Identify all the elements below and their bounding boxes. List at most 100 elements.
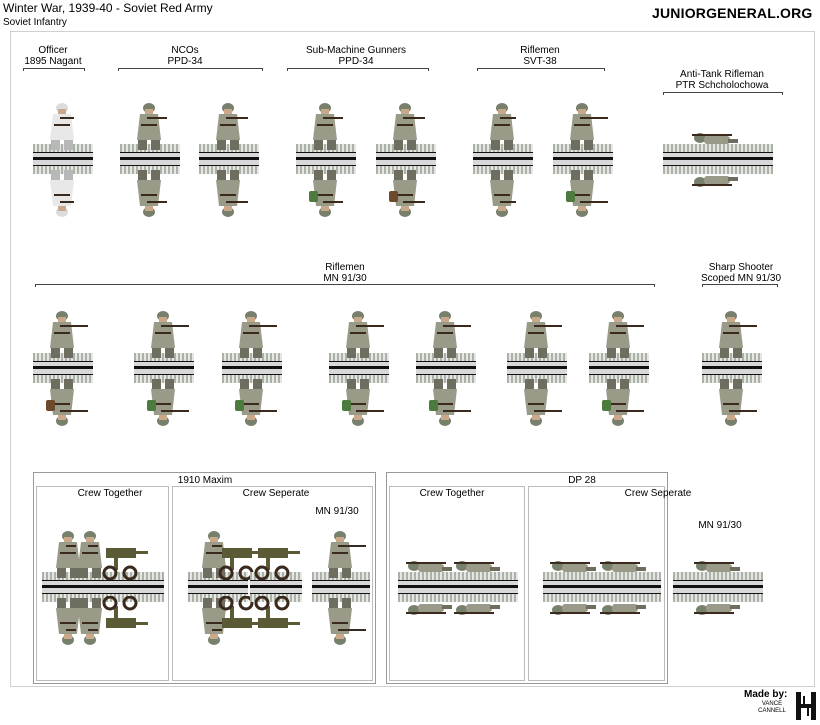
maxim-gun-icon [254,548,300,580]
snow-ground [376,144,436,152]
miniature-base [296,152,356,166]
maxim-together-box [36,486,169,681]
site-brand[interactable]: JUNIORGENERAL.ORG [652,5,813,21]
snow-ground [33,166,93,174]
maxim-gun-icon [102,596,148,628]
miniature-base [702,361,762,375]
soldier-figure [389,170,425,217]
maxim-title: 1910 Maxim [177,475,233,486]
soldier-figure [719,379,757,426]
snow-ground [134,375,194,383]
snow-ground [589,353,649,361]
snow-ground [673,572,763,580]
soldier-figure [56,531,80,578]
snow-ground [398,594,518,602]
snow-ground [543,572,661,580]
soldier-figure [137,103,167,150]
snow-ground [250,594,302,602]
soldier-figure [600,604,646,615]
miniature-base [663,152,773,166]
soldier-figure [524,379,562,426]
soldier-figure [50,103,74,150]
snow-ground [312,572,370,580]
soldier-figure [216,103,248,150]
soldier-figure [429,379,471,426]
dp-separate-box [528,486,665,681]
snow-ground [222,353,282,361]
dp-together-label: Crew Together [419,488,485,499]
snow-ground [33,144,93,152]
snow-ground [42,572,164,580]
snow-ground [376,166,436,174]
snow-ground [543,594,661,602]
maxim-together-label: Crew Together [77,488,143,499]
dp-separate-label: Crew Seperate [624,488,692,499]
soldier-figure [454,604,500,615]
soldier-figure [50,170,74,217]
soldier-figure [50,311,88,358]
miniature-base [673,580,763,594]
snow-ground [33,375,93,383]
soldier-figure [719,311,757,358]
snow-ground [222,375,282,383]
snow-ground [296,166,356,174]
snow-ground [33,353,93,361]
group-bracket [477,68,605,71]
artist-name: VANCE CANNELL [758,701,786,714]
soldier-figure [550,561,596,572]
soldier-figure [454,561,500,572]
group-bracket [118,68,263,71]
miniature-base [250,580,302,594]
soldier-figure [694,604,740,615]
dp-together-box [389,486,525,681]
soldier-figure [342,379,384,426]
miniature-base [120,152,180,166]
miniature-base [222,361,282,375]
soldier-figure [78,598,102,645]
snow-ground [329,375,389,383]
soldier-figure [328,531,366,578]
soldier-figure [406,561,452,572]
snow-ground [473,166,533,174]
snow-ground [416,375,476,383]
soldier-figure [309,170,343,217]
miniature-base [398,580,518,594]
snow-ground [312,594,370,602]
snow-ground [507,375,567,383]
snow-ground [134,353,194,361]
sheet-title: Winter War, 1939-40 - Soviet Red Army [3,1,213,15]
miniature-base [473,152,533,166]
group-bracket [702,284,778,287]
dp-rifle-label: MN 91/30 [698,520,742,531]
soldier-figure [433,311,471,358]
soldier-figure [490,103,516,150]
soldier-figure [46,379,88,426]
soldier-figure [56,598,80,645]
soldier-figure [235,379,277,426]
soldier-figure [490,170,516,217]
snow-ground [199,144,259,152]
soldier-figure [602,379,644,426]
snow-ground [702,353,762,361]
snow-ground [329,353,389,361]
maxim-separate-box [172,486,373,681]
soldier-figure [406,604,452,615]
miniature-base [416,361,476,375]
soldier-figure [692,133,738,144]
soldier-figure [313,103,343,150]
miniature-base [543,580,661,594]
snow-ground [398,572,518,580]
snow-ground [702,375,762,383]
snow-ground [663,144,773,152]
soldier-figure [566,170,608,217]
soldier-figure [524,311,562,358]
miniature-base [188,580,248,594]
snow-ground [416,353,476,361]
snow-ground [199,166,259,174]
